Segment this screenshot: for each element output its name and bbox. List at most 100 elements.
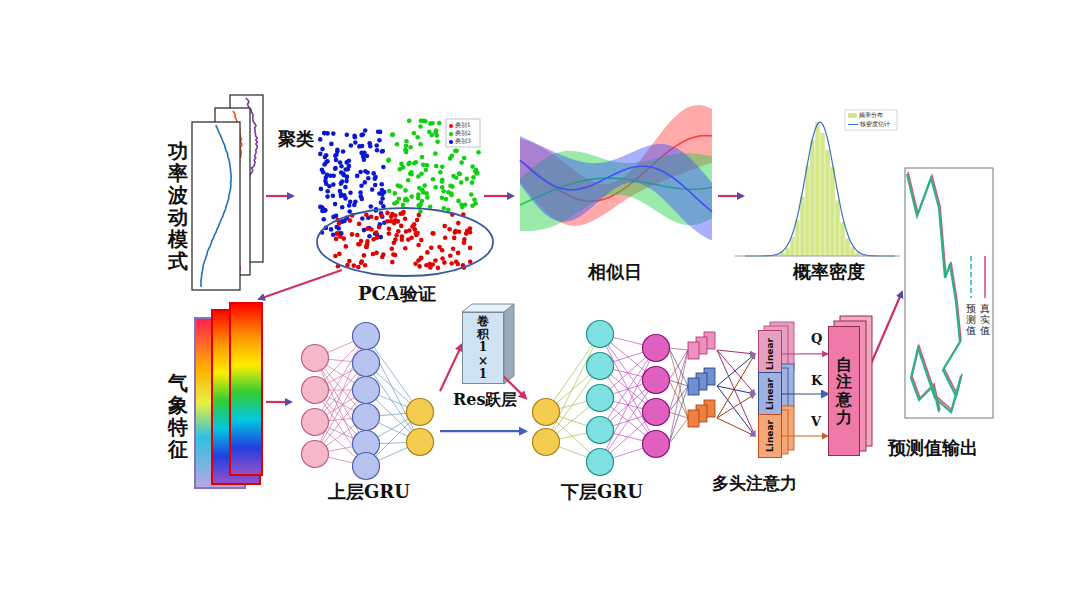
cluster-dot (323, 155, 328, 160)
cluster-dot (417, 213, 422, 218)
cluster-dot (399, 224, 404, 229)
cluster-dot (416, 196, 421, 201)
neuron (587, 353, 614, 380)
cluster-dot (468, 246, 473, 251)
cluster-dot (440, 256, 445, 261)
legend-line (848, 122, 858, 127)
cluster-dot (437, 121, 442, 126)
box-label: Linear (765, 378, 775, 410)
cluster-dot (468, 226, 473, 231)
cluster-dot (476, 150, 481, 155)
cluster-dot (400, 238, 405, 243)
cluster-dot (451, 246, 456, 251)
legend-line-sample (848, 124, 858, 125)
cluster-dot (448, 253, 453, 258)
cluster-dot (440, 195, 445, 200)
cluster-dot (352, 263, 357, 268)
cluster-dot (385, 211, 390, 216)
head-link (717, 386, 755, 436)
cluster-dot (447, 227, 452, 232)
neuron (302, 377, 329, 404)
cluster-dot (329, 142, 334, 147)
cluster-dot (365, 226, 370, 231)
cluster-dot (379, 200, 384, 205)
cluster-dot (368, 144, 373, 149)
histogram-bar (845, 238, 850, 256)
cluster-dot (382, 190, 387, 195)
cluster-dot (459, 180, 464, 185)
cluster-dot (378, 130, 383, 135)
cluster-dot (374, 250, 379, 255)
cluster-dot (401, 211, 406, 216)
cluster-dot (433, 258, 438, 263)
cluster-dot (356, 265, 361, 270)
cluster-dot (347, 164, 352, 169)
cluster-dot (370, 187, 375, 192)
cluster-dot (456, 251, 461, 256)
cluster-dot (406, 237, 411, 242)
cluster-dot (353, 140, 358, 145)
cluster-dot (428, 265, 433, 270)
cluster-dot (422, 183, 427, 188)
cluster-dot (387, 227, 392, 232)
linear-box: Linear (758, 330, 782, 378)
cluster-dot (396, 229, 401, 234)
cluster-dot (390, 212, 395, 217)
legend-swatch (449, 140, 453, 144)
cluster-dot (418, 142, 423, 147)
net-link (669, 348, 688, 418)
cluster-dot (416, 203, 421, 208)
cluster-dot (437, 245, 442, 250)
head-link (717, 350, 755, 436)
cluster-dot (456, 221, 461, 226)
network-block: 上层GRU (298, 322, 440, 504)
connector (782, 435, 828, 436)
neuron (587, 385, 614, 412)
head-link (717, 350, 755, 354)
cluster-dot (413, 227, 418, 232)
neuron (643, 431, 670, 458)
cluster-dot (343, 196, 348, 201)
cluster-dot (360, 144, 365, 149)
histogram-bar (805, 166, 810, 256)
caption-label: Q (811, 331, 822, 346)
cluster-dot (386, 158, 391, 163)
cluster-dot (462, 156, 467, 161)
cluster-dot (452, 236, 457, 241)
connector (782, 353, 828, 354)
legend-text: 预测值 (966, 303, 976, 336)
cluster-dot (416, 243, 421, 248)
cluster-dot (333, 202, 338, 207)
legend-swatch (449, 132, 453, 136)
cluster-dot (331, 215, 336, 220)
cluster-dot (419, 172, 424, 177)
cluster-dot (357, 222, 362, 227)
histogram-bar (825, 149, 830, 256)
neuron (353, 377, 380, 404)
block-caption: 下层GRU (561, 480, 643, 504)
cluster-dot (380, 196, 385, 201)
cluster-dot (409, 170, 414, 175)
legend-line-sample (984, 256, 986, 298)
cluster-dot (430, 231, 435, 236)
cluster-dot (333, 254, 338, 259)
cluster-dot (374, 143, 379, 148)
cluster-dot (364, 245, 369, 250)
cluster-dot (403, 188, 408, 193)
cluster-dot (394, 233, 399, 238)
cluster-dot (367, 234, 372, 239)
cluster-dot (449, 193, 454, 198)
cluster-dot (348, 190, 353, 195)
caption-label: Res跃层 (453, 390, 517, 411)
cluster-dot (398, 184, 403, 189)
cluster-dot (369, 204, 374, 209)
neuron (533, 429, 560, 456)
cluster-dot (451, 174, 456, 179)
cluster-dot (408, 145, 413, 150)
cluster-dot (449, 261, 454, 266)
cluster-dot (398, 167, 403, 172)
neuron (302, 409, 329, 436)
similar-day-line (520, 160, 712, 212)
cluster-dot (347, 209, 352, 214)
